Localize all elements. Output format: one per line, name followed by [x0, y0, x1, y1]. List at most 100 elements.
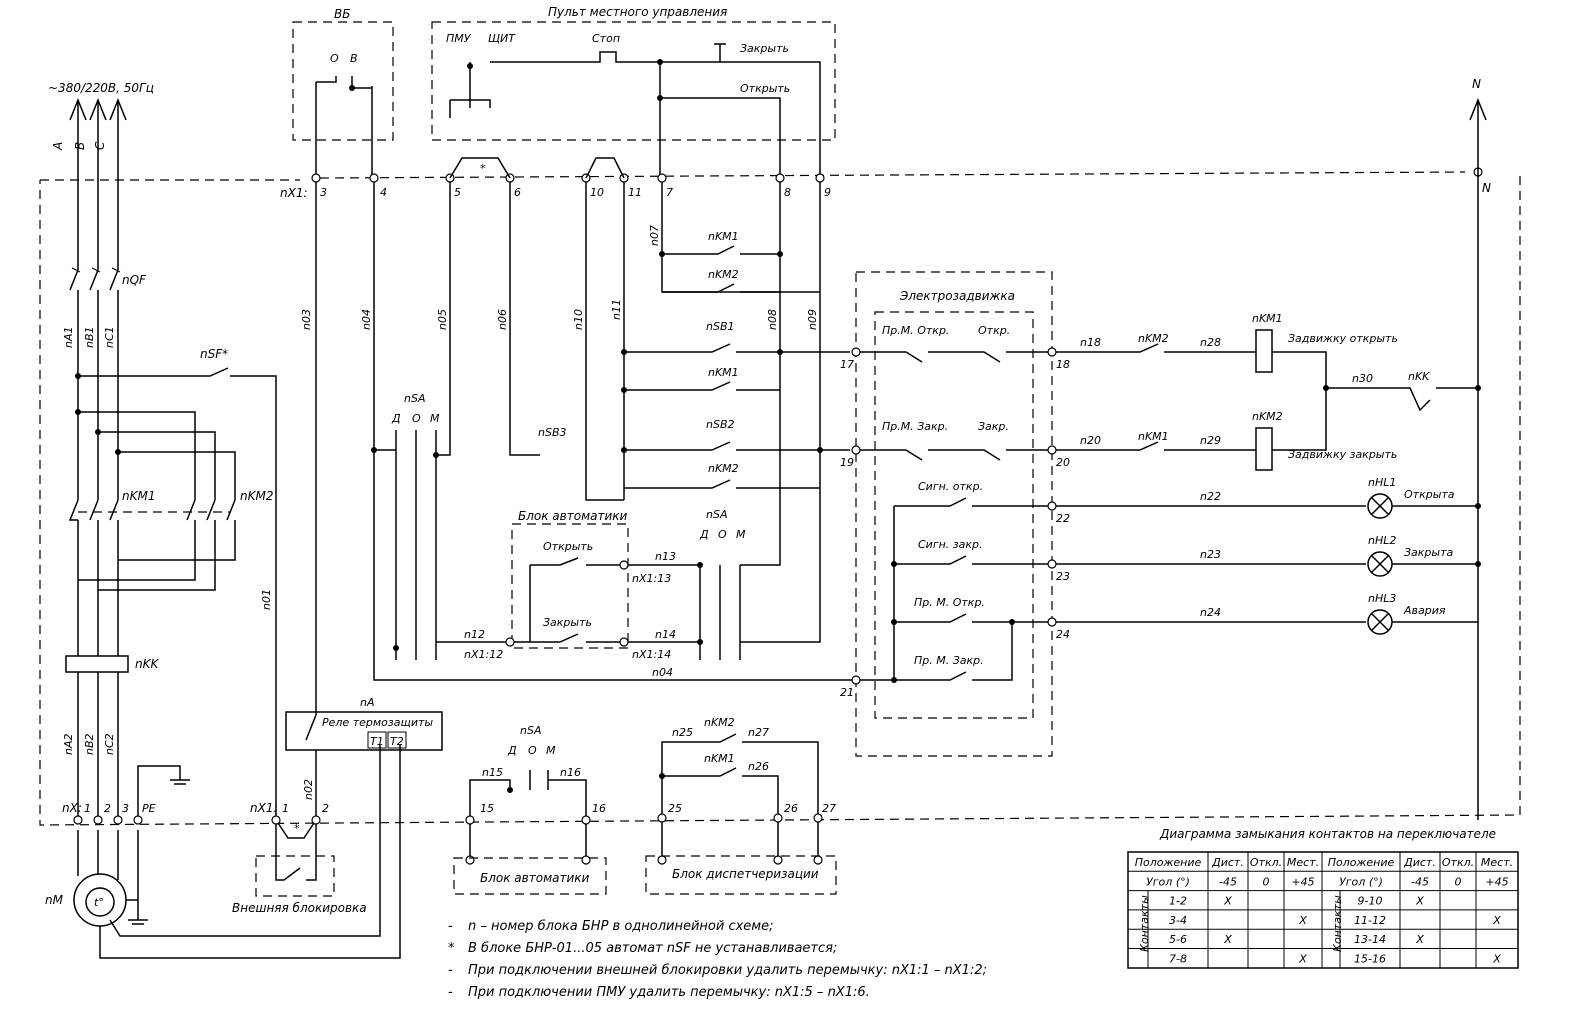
svg-text:22: 22: [1056, 512, 1070, 525]
notes: - n – номер блока БНР в однолинейной схе…: [448, 919, 987, 1000]
svg-text:Блок автоматики: Блок автоматики: [480, 871, 590, 885]
svg-text:n26: n26: [748, 760, 769, 773]
svg-text:nC2: nC2: [103, 733, 116, 755]
svg-text:При подключении ПМУ удалить пе: При подключении ПМУ удалить перемычку: n…: [468, 985, 870, 1000]
svg-text:nSB2: nSB2: [706, 418, 735, 431]
svg-text:9: 9: [824, 186, 831, 199]
svg-text:n14: n14: [655, 628, 676, 641]
svg-text:-: -: [448, 919, 453, 934]
svg-text:nKM1: nKM1: [708, 230, 739, 243]
relay-block: [285, 711, 443, 751]
svg-text:nX1:12: nX1:12: [464, 648, 503, 661]
svg-text:27: 27: [822, 802, 836, 815]
table-mark: X: [1492, 914, 1501, 927]
svg-text:n27: n27: [748, 726, 769, 739]
table-angle: Угол (°): [1146, 875, 1190, 888]
svg-text:nKM1: nKM1: [1252, 312, 1283, 325]
svg-text:18: 18: [1056, 358, 1070, 371]
table-angle: 0: [1455, 875, 1462, 888]
table-angle: +45: [1485, 875, 1508, 888]
svg-text:ПМУ: ПМУ: [446, 32, 472, 45]
svg-text:n15: n15: [482, 766, 503, 779]
svg-text:Закрыта: Закрыта: [1404, 546, 1454, 559]
svg-text:М: М: [546, 744, 556, 757]
km-contacts: [68, 499, 236, 650]
svg-text:1: 1: [84, 802, 91, 815]
svg-text:Открыть: Открыть: [740, 82, 790, 95]
svg-text:n18: n18: [1080, 336, 1101, 349]
svg-text:nHL2: nHL2: [1368, 534, 1396, 547]
svg-text:В блоке БНР-01...05 автомат nS: В блоке БНР-01...05 автомат nSF не устан…: [468, 941, 837, 956]
table-angle: 0: [1263, 875, 1270, 888]
svg-text:nHL3: nHL3: [1368, 592, 1396, 605]
table-header: Положение: [1328, 856, 1395, 869]
svg-text:5: 5: [454, 186, 461, 199]
pe-ground: [137, 765, 190, 820]
svg-text:21: 21: [840, 686, 854, 699]
svg-text:nSB3: nSB3: [538, 426, 567, 439]
svg-text:nKM1: nKM1: [708, 366, 739, 379]
svg-text:n07: n07: [648, 225, 661, 246]
svg-text:20: 20: [1056, 456, 1070, 469]
svg-text:nX:: nX:: [62, 801, 82, 815]
svg-text:Сигн. откр.: Сигн. откр.: [918, 480, 983, 493]
svg-text:Внешняя блокировка: Внешняя блокировка: [232, 901, 367, 915]
table-side-label: Контакты: [1331, 895, 1344, 952]
svg-text:Пр. М. Откр.: Пр. М. Откр.: [914, 596, 985, 609]
phase-c: C: [93, 141, 107, 150]
svg-text:Д: Д: [391, 412, 401, 425]
svg-text:24: 24: [1056, 628, 1070, 641]
svg-text:T1: T1: [370, 735, 384, 748]
svg-text:Закр.: Закр.: [978, 420, 1009, 433]
actuator-block: [855, 271, 1053, 757]
svg-text:16: 16: [592, 802, 606, 815]
svg-text:n03: n03: [300, 309, 313, 330]
svg-text:n11: n11: [610, 299, 623, 320]
svg-text:n24: n24: [1200, 606, 1221, 619]
svg-text:26: 26: [784, 802, 798, 815]
svg-text:10: 10: [590, 186, 604, 199]
table-mark: X: [1298, 953, 1307, 966]
table-header: Положение: [1135, 856, 1202, 869]
contact-table: Диаграмма замыкания контактов на переклю…: [1127, 827, 1519, 969]
svg-text:n20: n20: [1080, 434, 1101, 447]
svg-text:-: -: [448, 963, 453, 978]
svg-text:Стоп: Стоп: [592, 32, 620, 45]
svg-text:n13: n13: [655, 550, 676, 563]
svg-text:О: О: [330, 52, 339, 65]
svg-text:N: N: [1472, 77, 1481, 91]
table-header: Откл.: [1250, 856, 1282, 869]
table-contact: 11-12: [1354, 914, 1386, 927]
svg-text:nKM2: nKM2: [1138, 332, 1169, 345]
svg-text:nA1: nA1: [62, 327, 75, 349]
svg-text:При подключении внешней блокир: При подключении внешней блокировки удали…: [468, 963, 987, 978]
svg-text:n01: n01: [260, 589, 273, 610]
svg-text:25: 25: [668, 802, 682, 815]
svg-text:nSA: nSA: [520, 724, 541, 737]
svg-text:Задвижку открыть: Задвижку открыть: [1288, 332, 1398, 345]
svg-text:n10: n10: [572, 309, 585, 330]
vb-block: [292, 21, 394, 141]
svg-text:2: 2: [104, 802, 111, 815]
table-angle: Угол (°): [1339, 875, 1383, 888]
svg-text:n22: n22: [1200, 490, 1221, 503]
svg-text:nKM1: nKM1: [1138, 430, 1169, 443]
svg-text:n04: n04: [652, 666, 673, 679]
svg-text:N: N: [1482, 181, 1491, 195]
qf-breaker: [69, 267, 121, 500]
table-header: Мест.: [1481, 856, 1513, 869]
svg-text:nHL1: nHL1: [1368, 476, 1396, 489]
sf-breaker: [78, 367, 277, 820]
svg-text:Электрозадвижка: Электрозадвижка: [899, 289, 1015, 303]
svg-text:*: *: [294, 822, 300, 835]
svg-text:6: 6: [514, 186, 521, 199]
qf-label: nQF: [122, 273, 147, 287]
svg-text:nKK: nKK: [135, 657, 159, 671]
svg-text:Открыта: Открыта: [1404, 488, 1455, 501]
svg-text:nX1:14: nX1:14: [632, 648, 671, 661]
svg-text:n28: n28: [1200, 336, 1221, 349]
svg-text:n08: n08: [766, 309, 779, 330]
svg-text:*: *: [448, 941, 455, 956]
svg-text:T2: T2: [390, 735, 404, 748]
